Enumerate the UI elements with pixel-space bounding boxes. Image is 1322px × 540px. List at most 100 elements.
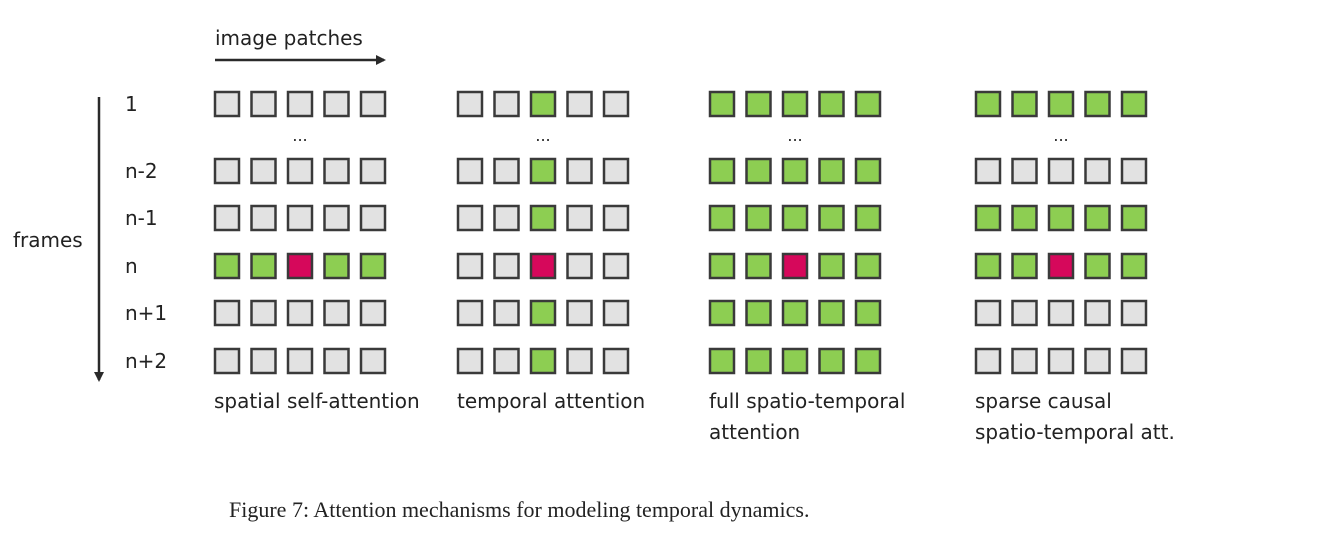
patch-cell-3-0-2 (1047, 90, 1075, 118)
patch-cell-3-5-3 (1084, 347, 1111, 375)
patch-cell-2-3-0 (708, 252, 736, 280)
patch-cell-1-1-2 (529, 157, 557, 185)
patch-cell-2-1-2 (781, 157, 809, 185)
panel-caption: attention (709, 420, 800, 444)
patch-cell-3-2-1 (1011, 204, 1038, 232)
patch-cell-2-0-0 (708, 90, 736, 118)
patch-cell-1-4-4 (602, 299, 630, 327)
patch-cell-3-0-1 (1011, 90, 1038, 118)
patch-cell-2-4-0 (708, 299, 736, 327)
patch-cell-3-3-1 (1011, 252, 1038, 280)
patch-cell-1-0-0 (456, 90, 484, 118)
panel-caption: spatial self-attention (214, 389, 420, 413)
patch-cell-3-1-1 (1011, 157, 1038, 185)
patch-cell-2-3-2 (781, 252, 809, 280)
patch-cell-3-3-2 (1047, 252, 1075, 280)
patch-cell-1-4-2 (529, 299, 557, 327)
patch-cell-0-3-1 (250, 252, 277, 280)
patch-cell-2-2-2 (781, 204, 809, 232)
patch-cell-2-3-3 (818, 252, 845, 280)
panel-caption: temporal attention (457, 389, 645, 413)
patch-cell-0-0-3 (323, 90, 350, 118)
patch-cell-1-5-1 (493, 347, 520, 375)
patch-cell-0-0-1 (250, 90, 277, 118)
patch-cell-2-1-4 (854, 157, 882, 185)
patch-cell-0-4-1 (250, 299, 277, 327)
patch-cell-0-2-1 (250, 204, 277, 232)
patch-cell-1-0-1 (493, 90, 520, 118)
patch-cell-1-5-2 (529, 347, 557, 375)
patch-cell-2-3-4 (854, 252, 882, 280)
patch-cell-0-4-2 (286, 299, 314, 327)
patch-cell-0-0-2 (286, 90, 314, 118)
patch-cell-0-4-3 (323, 299, 350, 327)
patch-cell-2-2-1 (745, 204, 772, 232)
patch-cell-2-0-4 (854, 90, 882, 118)
patch-cell-0-2-3 (323, 204, 350, 232)
patch-cell-1-5-0 (456, 347, 484, 375)
patch-cell-0-2-4 (359, 204, 387, 232)
patch-cell-3-0-3 (1084, 90, 1111, 118)
patch-cell-1-4-3 (566, 299, 593, 327)
patch-cell-3-2-0 (974, 204, 1002, 232)
patch-cell-0-4-4 (359, 299, 387, 327)
patch-cell-0-1-4 (359, 157, 387, 185)
patch-cell-1-3-0 (456, 252, 484, 280)
patch-cell-3-3-4 (1120, 252, 1148, 280)
row-labels: 1n-2n-1nn+1n+2 (125, 92, 167, 373)
patch-cell-0-5-4 (359, 347, 387, 375)
row-label-4: n+1 (125, 301, 167, 325)
ellipsis: ... (787, 126, 802, 145)
patch-cell-2-0-3 (818, 90, 845, 118)
y-axis-label: frames (13, 228, 83, 252)
patch-cell-2-4-4 (854, 299, 882, 327)
patch-cell-0-1-1 (250, 157, 277, 185)
patch-cell-2-0-1 (745, 90, 772, 118)
patch-cell-3-4-1 (1011, 299, 1038, 327)
patch-cell-0-1-0 (213, 157, 241, 185)
patch-cell-1-1-3 (566, 157, 593, 185)
patch-cell-2-1-1 (745, 157, 772, 185)
patch-cell-2-4-3 (818, 299, 845, 327)
patch-cell-2-5-1 (745, 347, 772, 375)
patch-cell-2-1-0 (708, 157, 736, 185)
patch-cell-0-5-1 (250, 347, 277, 375)
patch-cell-1-2-4 (602, 204, 630, 232)
ellipsis: ... (292, 126, 307, 145)
patch-cell-2-2-0 (708, 204, 736, 232)
patch-cell-3-5-0 (974, 347, 1002, 375)
patch-cell-2-3-1 (745, 252, 772, 280)
patch-cell-1-3-1 (493, 252, 520, 280)
patch-cell-2-2-3 (818, 204, 845, 232)
patch-cell-1-1-0 (456, 157, 484, 185)
panel-1: ...temporal attention (456, 90, 645, 413)
patch-cell-1-2-2 (529, 204, 557, 232)
patch-cell-3-4-4 (1120, 299, 1148, 327)
attention-panels: ...spatial self-attention...temporal att… (213, 90, 1175, 444)
patch-cell-1-5-4 (602, 347, 630, 375)
figure-caption: Figure 7: Attention mechanisms for model… (229, 497, 809, 522)
patch-cell-2-5-0 (708, 347, 736, 375)
patch-cell-2-0-2 (781, 90, 809, 118)
patch-cell-2-5-2 (781, 347, 809, 375)
patch-cell-0-0-0 (213, 90, 241, 118)
row-label-1: n-2 (125, 159, 158, 183)
patch-cell-3-5-2 (1047, 347, 1075, 375)
patch-cell-0-5-3 (323, 347, 350, 375)
panel-caption: full spatio-temporal (709, 389, 905, 413)
patch-cell-3-0-4 (1120, 90, 1148, 118)
patch-cell-3-0-0 (974, 90, 1002, 118)
patch-cell-3-1-3 (1084, 157, 1111, 185)
patch-cell-1-5-3 (566, 347, 593, 375)
row-label-3: n (125, 254, 138, 278)
patch-cell-0-3-0 (213, 252, 241, 280)
patch-cell-0-5-0 (213, 347, 241, 375)
ellipsis: ... (1053, 126, 1068, 145)
patch-cell-3-4-2 (1047, 299, 1075, 327)
patch-cell-1-3-3 (566, 252, 593, 280)
patch-cell-0-3-3 (323, 252, 350, 280)
patch-cell-2-2-4 (854, 204, 882, 232)
patch-cell-1-2-3 (566, 204, 593, 232)
patch-cell-3-3-0 (974, 252, 1002, 280)
patch-cell-1-4-1 (493, 299, 520, 327)
